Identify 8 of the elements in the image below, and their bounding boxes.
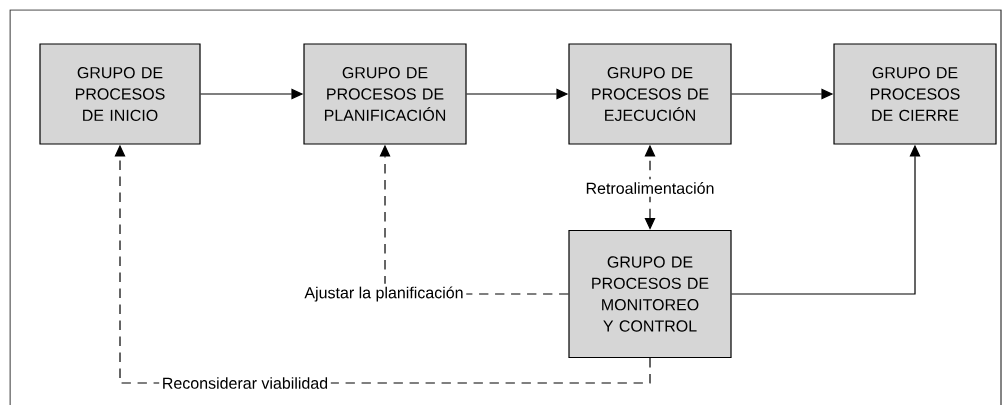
process-box: GRUPO DE PROCESOS DE MONITOREO Y CONTROL (568, 229, 732, 359)
process-box: GRUPO DE PROCESOS DE EJECUCIÓN (568, 43, 732, 145)
process-box: GRUPO DE PROCESOS DE PLANIFICACIÓN (303, 43, 467, 145)
process-box: GRUPO DE PROCESOS DE CIERRE (833, 43, 997, 145)
edge-label: Retroalimentación (582, 179, 718, 197)
edge-label: Reconsiderar viabilidad (159, 374, 331, 392)
process-box: GRUPO DE PROCESOS DE INICIO (39, 43, 201, 145)
edge-label: Ajustar la planificación (301, 283, 467, 305)
